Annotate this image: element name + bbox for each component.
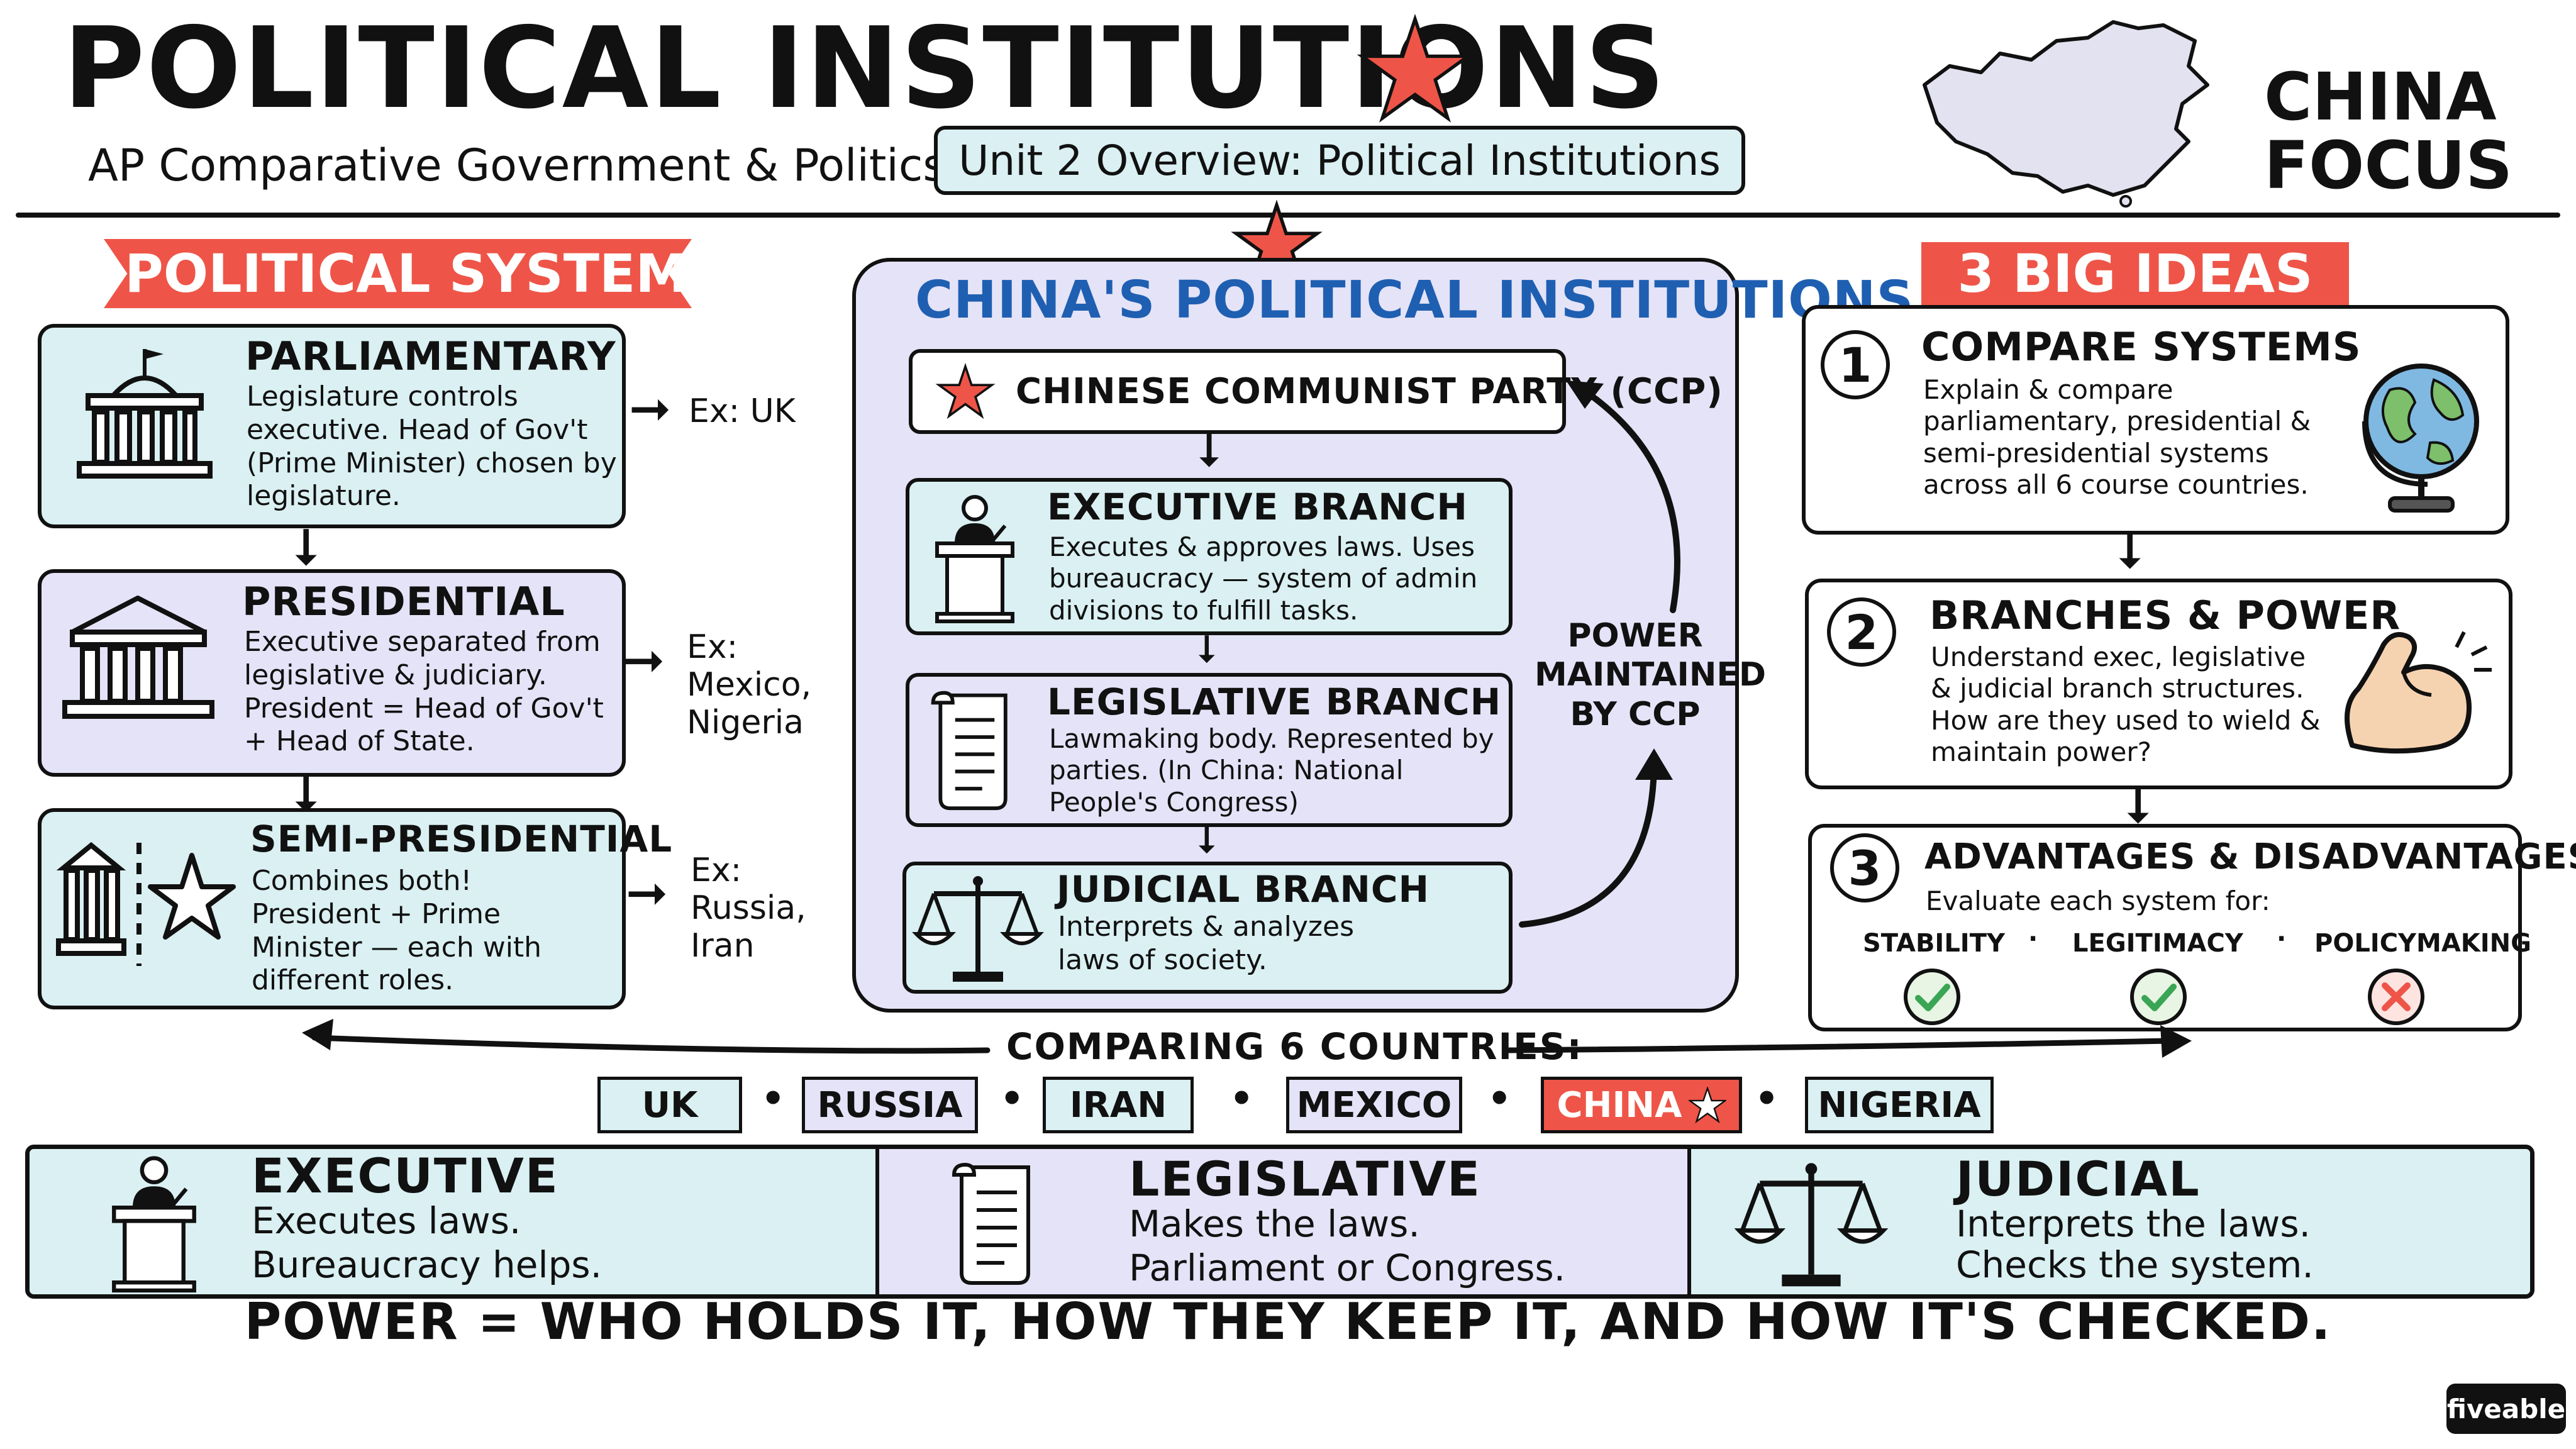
check-icon	[2130, 969, 2187, 1025]
country-chip-mexico: MEXICO	[1286, 1077, 1462, 1133]
semi-presidential-text: Combines both! President + Prime Ministe…	[252, 865, 542, 997]
country-chip-uk: UK	[597, 1077, 742, 1133]
separator-dot: •	[1755, 1077, 1779, 1121]
red-star-icon	[935, 363, 996, 419]
parliamentary-title: PARLIAMENTARY	[245, 333, 616, 379]
summary-executive-title: EXECUTIVE	[252, 1148, 559, 1204]
idea-2-title: BRANCHES & POWER	[1929, 592, 2401, 638]
presidential-example: Ex: Mexico, Nigeria	[687, 628, 812, 741]
judicial-branch-text: Interprets & analyzes laws of society.	[1058, 911, 1355, 976]
china-map-icon	[1923, 20, 2209, 208]
arrow-right-icon: ➞	[626, 863, 669, 922]
capitol-building-icon	[62, 596, 214, 719]
parliament-building-icon	[77, 349, 213, 479]
criteria-stability: STABILITY	[1863, 929, 2005, 958]
idea-1-text: Explain & compare parliamentary, preside…	[1923, 374, 2311, 501]
check-icon	[1904, 969, 1960, 1025]
unit-label: Unit 2 Overview: Political Institutions	[934, 126, 1745, 195]
arrow-down-icon: ➞	[1185, 823, 1230, 856]
summary-judicial	[1691, 1149, 2530, 1294]
scales-icon	[912, 876, 1044, 982]
flexed-arm-icon	[2345, 631, 2492, 754]
arrow-down-icon: ➞	[1184, 431, 1238, 470]
country-chip-china-label: CHINA	[1557, 1084, 1682, 1126]
ccp-box	[909, 349, 1566, 434]
summary-judicial-line1: Interprets the laws.	[1956, 1202, 2311, 1245]
china-focus-line2: FOCUS	[2264, 127, 2513, 204]
podium-icon	[935, 495, 1014, 623]
executive-branch-text: Executes & approves laws. Uses bureaucra…	[1049, 531, 1478, 626]
subtitle: AP Comparative Government & Politics	[88, 140, 946, 191]
globe-icon	[2362, 364, 2479, 513]
country-chip-china: CHINA	[1541, 1077, 1742, 1133]
idea-3-number: 3	[1830, 833, 1899, 902]
country-chip-nigeria: NIGERIA	[1805, 1077, 1994, 1133]
summary-legislative-title: LEGISLATIVE	[1129, 1151, 1481, 1207]
semi-presidential-card	[38, 808, 626, 1009]
idea-2-number: 2	[1827, 597, 1896, 667]
presidential-text: Executive separated from legislative & j…	[244, 626, 604, 758]
parliamentary-text: Legislature controls executive. Head of …	[247, 380, 617, 513]
idea-3-text: Evaluate each system for:	[1926, 886, 2270, 916]
scroll-icon	[931, 691, 1008, 811]
judicial-branch-title: JUDICIAL BRANCH	[1057, 868, 1430, 911]
china-panel-title: CHINA'S POLITICAL INSTITUTIONS	[915, 270, 1914, 330]
idea-3-title: ADVANTAGES & DISADVANTAGES	[1924, 836, 2576, 877]
china-focus-line1: CHINA	[2264, 58, 2497, 135]
summary-executive-line2: Bureaucracy helps.	[252, 1243, 602, 1286]
criteria-policymaking: POLICYMAKING	[2314, 929, 2531, 958]
podium-icon	[112, 1156, 196, 1293]
summary-legislative-line2: Parliament or Congress.	[1129, 1246, 1566, 1289]
idea-2-text: Understand exec, legislative & judicial …	[1931, 641, 2321, 768]
country-chip-russia: RUSSIA	[802, 1077, 978, 1133]
criteria-legitimacy: LEGITIMACY	[2072, 929, 2243, 958]
header-divider	[16, 213, 2560, 218]
arrow-right-icon: ➞	[629, 379, 672, 438]
separator-dot: •	[1000, 1077, 1024, 1121]
country-chip-iran: IRAN	[1043, 1077, 1194, 1133]
semi-presidential-example: Ex: Russia, Iran	[691, 852, 806, 965]
arrow-down-icon: ➞	[1185, 633, 1230, 665]
executive-branch-title: EXECUTIVE BRANCH	[1047, 486, 1468, 528]
building-star-icon	[56, 841, 236, 966]
semi-presidential-title: SEMI-PRESIDENTIAL	[250, 818, 673, 860]
arrow-down-icon: ➞	[2110, 784, 2169, 826]
systems-banner: 3 POLITICAL SYSTEMS	[104, 239, 692, 308]
china-focus-label: CHINA FOCUS	[2264, 58, 2513, 204]
separator-dot: •	[1230, 1077, 1254, 1121]
arrow-down-icon: ➞	[278, 526, 337, 569]
x-icon	[2368, 969, 2424, 1025]
summary-executive-line1: Executes laws.	[252, 1199, 521, 1242]
idea-1-title: COMPARE SYSTEMS	[1921, 324, 2362, 370]
parliamentary-card	[38, 324, 626, 528]
summary-judicial-line2: Checks the system.	[1956, 1243, 2314, 1286]
scroll-icon	[952, 1162, 1030, 1285]
idea-1-number: 1	[1821, 330, 1890, 399]
red-star-icon	[1357, 13, 1474, 123]
judicial-branch-card	[902, 862, 1513, 994]
power-statement: POWER = WHO HOLDS IT, HOW THEY KEEP IT, …	[244, 1292, 2332, 1351]
power-loop-arrows	[1519, 380, 1680, 928]
criteria-dot: ·	[2277, 924, 2287, 953]
arrow-down-icon: ➞	[2102, 529, 2161, 572]
summary-judicial-title: JUDICIAL	[1956, 1151, 2201, 1207]
ideas-banner: 3 BIG IDEAS	[1921, 242, 2349, 305]
scales-icon	[1734, 1163, 1889, 1287]
summary-legislative-line1: Makes the laws.	[1129, 1202, 1420, 1245]
power-maintained-label: POWER MAINTAINED BY CCP	[1535, 617, 1767, 733]
separator-dot: •	[761, 1077, 786, 1121]
criteria-dot: ·	[2028, 924, 2038, 953]
star-icon	[1688, 1087, 1726, 1123]
fiveable-logo: fiveable	[2446, 1384, 2566, 1434]
countries-label: COMPARING 6 COUNTRIES:	[1006, 1025, 1583, 1068]
comparison-arrows	[302, 1019, 2192, 1058]
separator-dot: •	[1487, 1077, 1512, 1121]
legislative-branch-text: Lawmaking body. Represented by parties. …	[1049, 723, 1494, 818]
legislative-branch-title: LEGISLATIVE BRANCH	[1047, 680, 1502, 723]
parliamentary-example: Ex: UK	[689, 392, 796, 430]
presidential-title: PRESIDENTIAL	[242, 579, 565, 625]
arrow-right-icon: ➞	[623, 631, 665, 689]
